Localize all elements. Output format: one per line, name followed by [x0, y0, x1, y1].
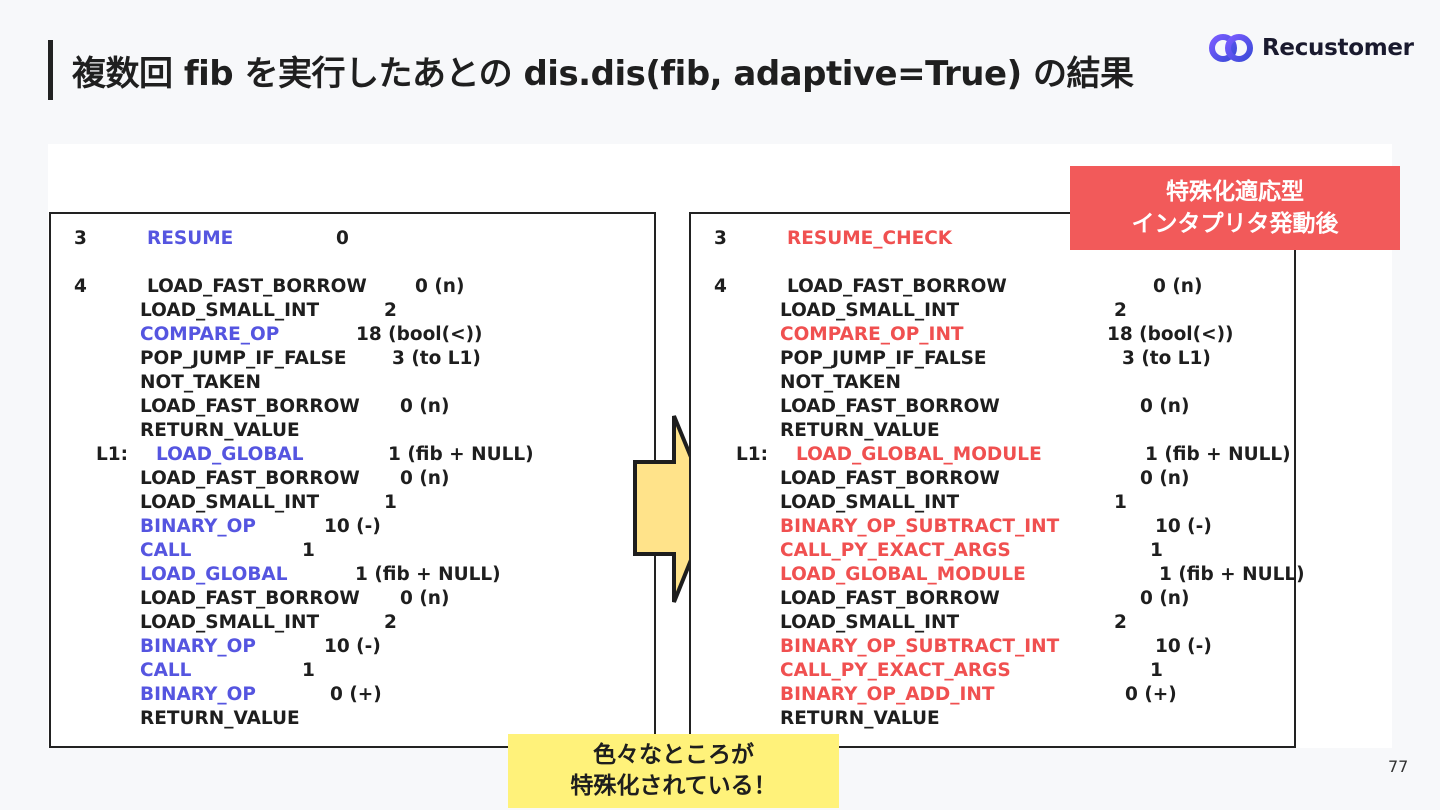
- opcode: LOAD_SMALL_INT: [140, 492, 320, 513]
- opcode: CALL: [140, 540, 192, 561]
- source-line-number: 4: [714, 276, 727, 297]
- opcode-argument: 0 (n): [400, 468, 450, 489]
- opcode-argument: 1: [302, 660, 315, 681]
- opcode: LOAD_FAST_BORROW: [780, 588, 1000, 609]
- opcode: LOAD_FAST_BORROW: [140, 588, 360, 609]
- opcode: BINARY_OP: [140, 636, 256, 657]
- opcode-argument: 0 (n): [1153, 276, 1203, 297]
- opcode-argument: 0 (n): [400, 588, 450, 609]
- opcode: LOAD_FAST_BORROW: [780, 468, 1000, 489]
- opcode: LOAD_GLOBAL_MODULE: [796, 444, 1042, 465]
- opcode: NOT_TAKEN: [780, 372, 902, 393]
- opcode-argument: 2: [384, 300, 397, 321]
- opcode: LOAD_FAST_BORROW: [140, 468, 360, 489]
- opcode: CALL: [140, 660, 192, 681]
- opcode: BINARY_OP: [140, 684, 256, 705]
- jump-label: L1:: [736, 444, 769, 465]
- opcode-argument: 2: [1114, 300, 1127, 321]
- note-line-2: 特殊化されている！: [570, 773, 777, 799]
- opcode: POP_JUMP_IF_FALSE: [140, 348, 347, 369]
- opcode: LOAD_FAST_BORROW: [140, 396, 360, 417]
- opcode: RETURN_VALUE: [140, 420, 300, 441]
- opcode: LOAD_SMALL_INT: [140, 612, 320, 633]
- opcode: POP_JUMP_IF_FALSE: [780, 348, 987, 369]
- opcode: LOAD_SMALL_INT: [140, 300, 320, 321]
- opcode: BINARY_OP_SUBTRACT_INT: [780, 516, 1060, 537]
- logo-text: Recustomer: [1262, 35, 1414, 61]
- opcode: RETURN_VALUE: [140, 708, 300, 729]
- opcode: RETURN_VALUE: [780, 708, 940, 729]
- opcode: BINARY_OP_ADD_INT: [780, 684, 995, 705]
- opcode: LOAD_GLOBAL: [156, 444, 304, 465]
- opcode-argument: 0 (n): [1140, 588, 1190, 609]
- badge-line-2: インタプリタ発動後: [1131, 211, 1339, 237]
- opcode: LOAD_SMALL_INT: [780, 492, 960, 513]
- opcode-argument: 1: [1114, 492, 1127, 513]
- opcode-argument: 10 (-): [324, 636, 381, 657]
- opcode-argument: 10 (-): [1155, 516, 1212, 537]
- source-line-number: 3: [74, 228, 87, 249]
- opcode: LOAD_GLOBAL: [140, 564, 288, 585]
- opcode-argument: 1: [1150, 540, 1163, 561]
- opcode-argument: 18 (bool(<)): [356, 324, 483, 345]
- opcode: LOAD_SMALL_INT: [780, 300, 960, 321]
- opcode: COMPARE_OP_INT: [780, 324, 964, 345]
- badge-line-1: 特殊化適応型: [1166, 179, 1304, 205]
- specialization-note: 色々なところが 特殊化されている！: [508, 734, 839, 808]
- brand-logo: Recustomer: [1208, 31, 1414, 65]
- opcode: LOAD_FAST_BORROW: [780, 396, 1000, 417]
- opcode: RESUME: [147, 228, 234, 249]
- opcode-argument: 3 (to L1): [392, 348, 481, 369]
- source-line-number: 4: [74, 276, 87, 297]
- opcode-argument: 0 (+): [330, 684, 382, 705]
- opcode: BINARY_OP_SUBTRACT_INT: [780, 636, 1060, 657]
- opcode: CALL_PY_EXACT_ARGS: [780, 660, 1011, 681]
- opcode: CALL_PY_EXACT_ARGS: [780, 540, 1011, 561]
- opcode: RETURN_VALUE: [780, 420, 940, 441]
- jump-label: L1:: [96, 444, 129, 465]
- opcode: RESUME_CHECK: [787, 228, 953, 249]
- opcode: BINARY_OP: [140, 516, 256, 537]
- opcode-argument: 0 (n): [1140, 396, 1190, 417]
- opcode-argument: 1 (fib + NULL): [388, 444, 534, 465]
- opcode-argument: 1: [1150, 660, 1163, 681]
- specialized-interpreter-badge: 特殊化適応型 インタプリタ発動後: [1070, 166, 1400, 250]
- opcode-argument: 0 (n): [415, 276, 465, 297]
- opcode-argument: 0 (n): [400, 396, 450, 417]
- opcode-argument: 0: [336, 228, 349, 249]
- opcode-argument: 0 (+): [1125, 684, 1177, 705]
- opcode-argument: 1 (fib + NULL): [1159, 564, 1305, 585]
- opcode-argument: 1 (fib + NULL): [355, 564, 501, 585]
- note-line-1: 色々なところが: [593, 742, 754, 768]
- opcode: LOAD_FAST_BORROW: [787, 276, 1007, 297]
- opcode: LOAD_FAST_BORROW: [147, 276, 367, 297]
- source-line-number: 3: [714, 228, 727, 249]
- opcode-argument: 0 (n): [1140, 468, 1190, 489]
- opcode-argument: 1: [302, 540, 315, 561]
- page-number: 77: [1388, 757, 1409, 776]
- opcode-argument: 1: [384, 492, 397, 513]
- recustomer-logo-icon: [1209, 34, 1253, 62]
- opcode-argument: 2: [1114, 612, 1127, 633]
- title-accent-bar: [48, 40, 53, 100]
- slide-title: 複数回 fib を実行したあとの dis.dis(fib, adaptive=T…: [72, 54, 1134, 94]
- opcode: LOAD_SMALL_INT: [780, 612, 960, 633]
- opcode-argument: 1 (fib + NULL): [1145, 444, 1291, 465]
- opcode-argument: 3 (to L1): [1122, 348, 1211, 369]
- opcode-argument: 10 (-): [324, 516, 381, 537]
- opcode-argument: 18 (bool(<)): [1107, 324, 1234, 345]
- opcode: NOT_TAKEN: [140, 372, 262, 393]
- opcode: COMPARE_OP: [140, 324, 280, 345]
- opcode: LOAD_GLOBAL_MODULE: [780, 564, 1026, 585]
- opcode-argument: 2: [384, 612, 397, 633]
- opcode-argument: 10 (-): [1155, 636, 1212, 657]
